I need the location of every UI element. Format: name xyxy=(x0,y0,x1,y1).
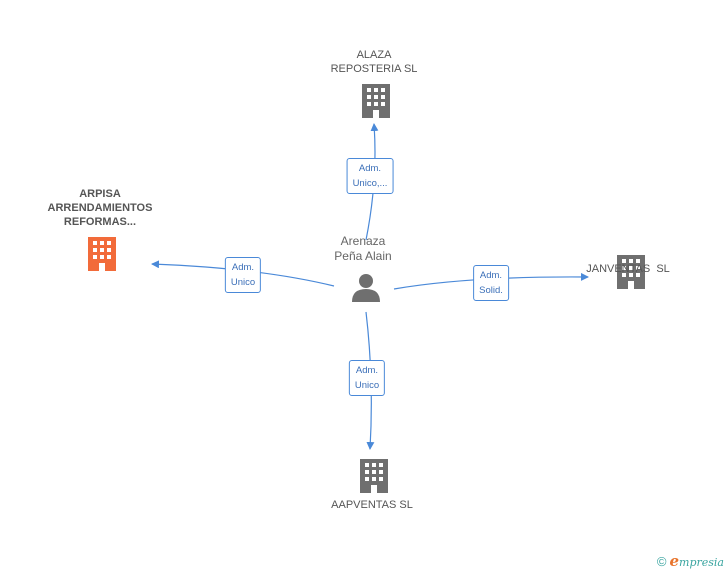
person-label[interactable]: Arenaza Peña Alain xyxy=(334,234,391,264)
relation-label-janventas[interactable]: Adm. Solid. xyxy=(473,265,509,301)
brand-name: mpresia xyxy=(679,556,724,569)
company-label-line: JANVENTAS SL xyxy=(586,263,670,275)
person-label-line: Arenaza xyxy=(340,234,386,248)
relation-label-line: Adm. xyxy=(358,163,382,174)
person-icon[interactable] xyxy=(352,274,380,302)
brand-footer[interactable]: © empresia xyxy=(657,552,724,570)
relation-label-line: Unico xyxy=(230,277,256,288)
brand-initial: e xyxy=(669,552,680,570)
person-label-line: Peña Alain xyxy=(334,249,392,263)
company-label-line: AAPVENTAS SL xyxy=(331,499,413,511)
company-label-line: ARPISA xyxy=(79,188,121,200)
relation-label-line: Adm. xyxy=(355,365,379,376)
brand-logo: empresia xyxy=(669,552,724,570)
copyright-icon: © xyxy=(656,553,667,569)
company-label-arpisa[interactable]: ARPISA ARRENDAMIENTOS REFORMAS... xyxy=(48,187,153,229)
relation-label-line: Adm. xyxy=(231,262,255,273)
company-label-line: REFORMAS... xyxy=(63,216,137,228)
relation-label-line: Solid. xyxy=(479,285,503,296)
relation-label-aapventas[interactable]: Adm. Unico xyxy=(348,360,386,396)
building-icon[interactable] xyxy=(362,84,390,118)
company-label-alaza[interactable]: ALAZA REPOSTERIA SL xyxy=(331,48,418,76)
company-label-janventas[interactable]: JANVENTAS SL xyxy=(586,234,670,290)
company-label-line: ALAZA xyxy=(356,49,392,61)
relation-label-arpisa[interactable]: Adm. Unico xyxy=(224,257,262,293)
company-label-aapventas[interactable]: AAPVENTAS SL xyxy=(331,498,413,512)
relation-label-line: Adm. xyxy=(479,270,503,281)
relation-label-alaza[interactable]: Adm. Unico,... xyxy=(346,158,394,194)
company-label-line: REPOSTERIA SL xyxy=(330,63,418,75)
building-icon[interactable] xyxy=(88,237,116,271)
building-icon[interactable] xyxy=(360,459,388,493)
relation-label-line: Unico,... xyxy=(352,178,388,189)
company-label-line: ARRENDAMIENTOS xyxy=(47,202,153,214)
relation-label-line: Unico xyxy=(354,380,380,391)
building-icon[interactable] xyxy=(617,255,645,289)
